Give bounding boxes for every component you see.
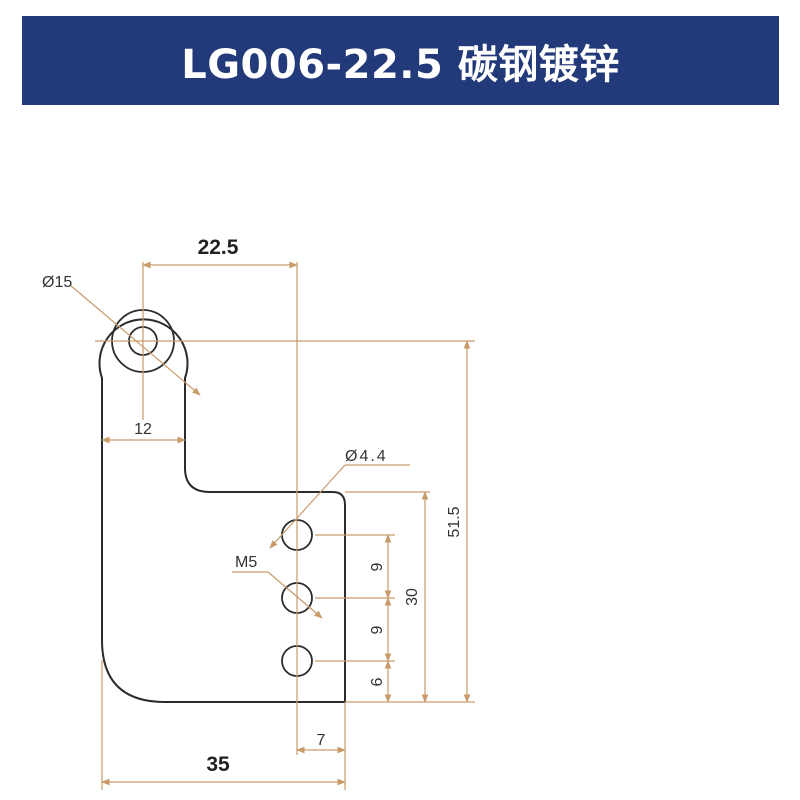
dim-outer-diameter: Ø15	[42, 274, 72, 291]
dim-hole-span: 30	[404, 588, 421, 606]
dim-hole-diameter: Ø4.4	[345, 448, 388, 465]
dim-top-width: 22.5	[198, 236, 239, 259]
dim-total-height: 51.5	[446, 506, 463, 537]
dimension-lines	[69, 261, 475, 790]
dim-pitch-lower: 9	[369, 625, 386, 634]
dim-thread: M5	[235, 554, 257, 571]
dim-edge-offset: 7	[317, 732, 326, 749]
dim-neck-width: 12	[134, 421, 152, 438]
product-title: LG006-22.5 碳钢镀锌	[181, 41, 620, 88]
dim-base-width: 35	[206, 753, 230, 776]
bracket-outline	[98, 318, 346, 703]
dim-pitch-upper: 9	[369, 562, 386, 571]
title-banner: LG006-22.5 碳钢镀锌	[22, 16, 779, 105]
dim-bottom-offset: 6	[369, 677, 386, 686]
